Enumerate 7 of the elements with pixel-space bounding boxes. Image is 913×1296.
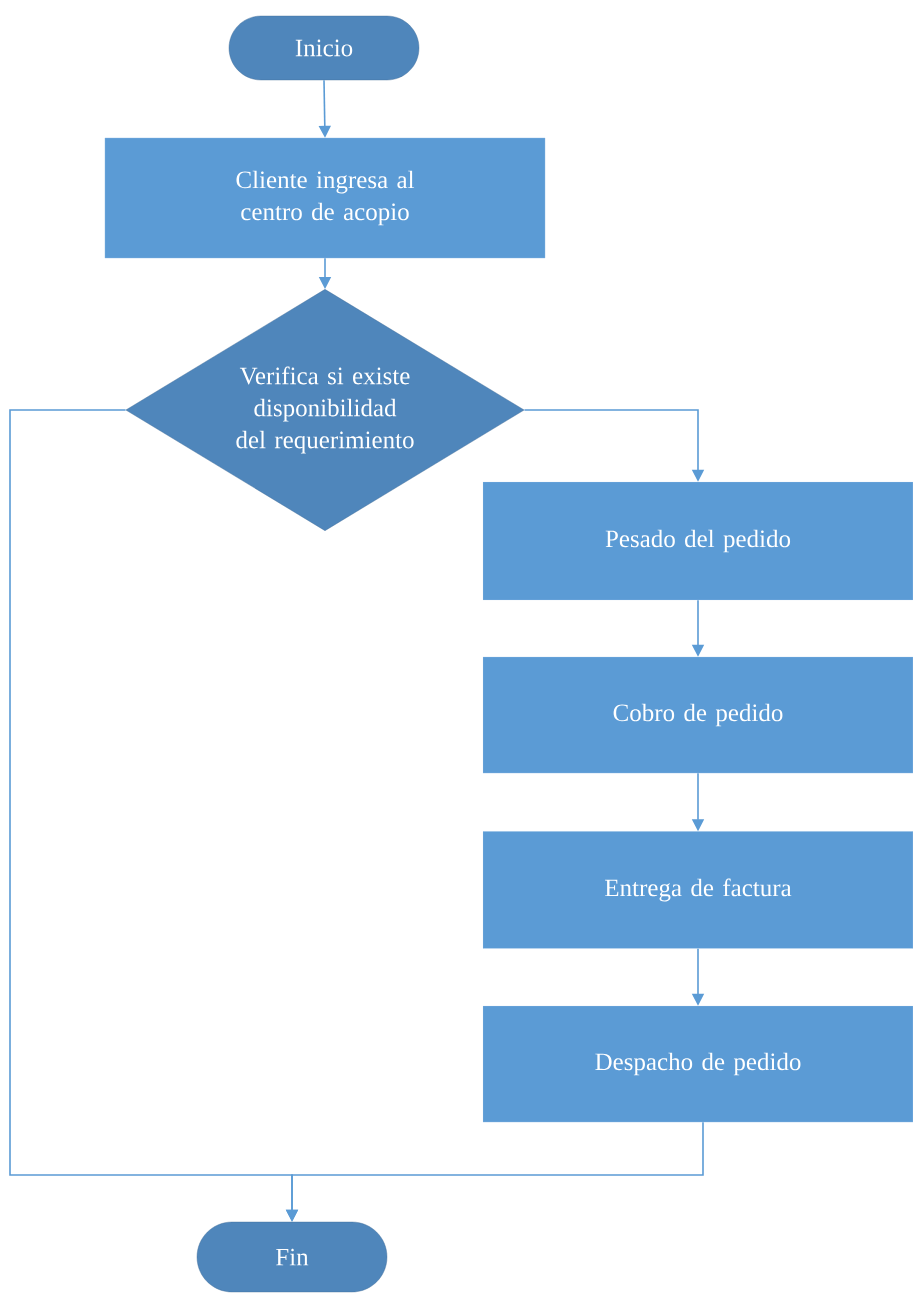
process-box: Despacho de pedido [482,1005,913,1123]
terminal-box: Inicio [228,15,420,81]
process-box: Cliente ingresa al centro de acopio [104,137,546,259]
terminal-box: Fin [196,1221,388,1293]
process-box: Cobro de pedido [482,656,913,774]
process-box: Entrega de factura [482,831,913,949]
process-box: Pesado del pedido [482,481,913,601]
